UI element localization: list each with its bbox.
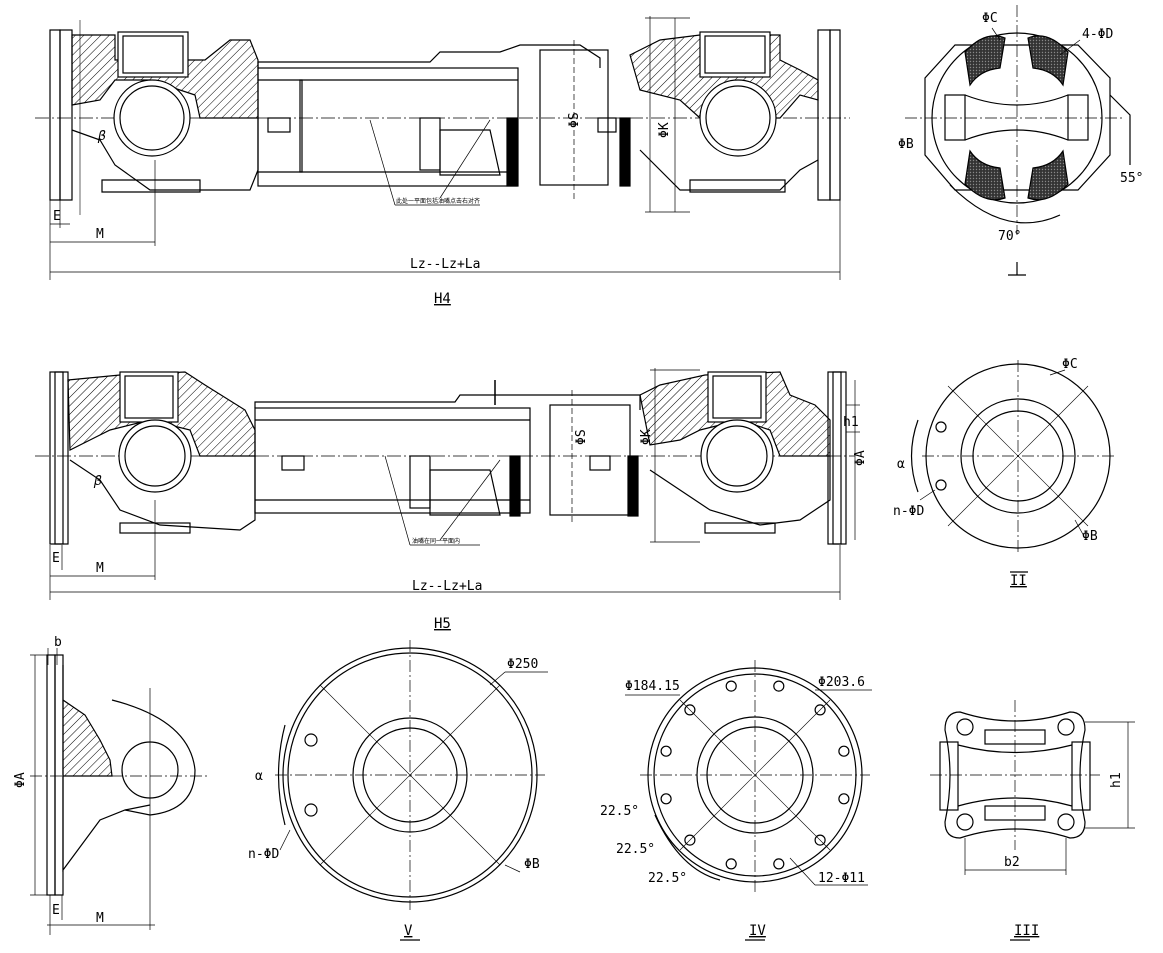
view-ii-phib: ΦB	[1082, 529, 1098, 544]
view-i-angle-70: 70°	[998, 229, 1021, 244]
view-v-phib: ΦB	[524, 857, 540, 872]
h4-m-label: M	[96, 227, 104, 242]
h4-note: 此处一平面包括油嘴点击右对齐	[396, 197, 480, 205]
view-iv-angle-1: 22.5°	[600, 804, 639, 819]
h5-m-label: M	[96, 561, 104, 576]
h5-title: H5	[434, 616, 451, 632]
view-v-holes: n-ΦD	[248, 847, 279, 862]
view-v-alpha: α	[255, 769, 263, 784]
view-i-angle-55: 55°	[1120, 171, 1143, 186]
view-flange-labels: b ΦA E M	[13, 635, 104, 926]
view-h4	[35, 16, 850, 280]
bolt-hole	[838, 793, 850, 805]
view-ii	[910, 360, 1115, 573]
view-ii-phic: ΦC	[1062, 357, 1078, 372]
view-i	[905, 5, 1131, 276]
view-iv-angle-3: 22.5°	[648, 871, 687, 886]
h4-phis-label: ΦS	[567, 112, 582, 128]
view-i-phib: ΦB	[898, 137, 914, 152]
bolt-hole	[838, 745, 850, 757]
bolt-hole	[660, 745, 672, 757]
flange-e-label: E	[52, 903, 60, 918]
h4-phik-label: ΦK	[657, 122, 672, 138]
view-iv-dia1: Φ184.15	[625, 679, 680, 694]
flange-b-label: b	[54, 635, 62, 650]
view-ii-holes: n-ΦD	[893, 504, 924, 519]
view-iv-angle-2: 22.5°	[616, 842, 655, 857]
view-iv	[625, 660, 872, 941]
h5-phis-label: ΦS	[574, 429, 589, 445]
h5-phia-label: ΦA	[853, 450, 868, 466]
view-iii-title: III	[1014, 923, 1039, 939]
view-iv-dia2: Φ203.6	[818, 675, 865, 690]
view-v-labels: Φ250 α n-ΦD ΦB V	[248, 657, 540, 939]
view-iv-labels: Φ184.15 Φ203.6 22.5° 22.5° 22.5° 12-Φ11 …	[600, 675, 865, 939]
bolt-hole	[814, 704, 826, 716]
bolt-hole	[773, 680, 785, 692]
view-i-phic: ΦC	[982, 11, 998, 26]
h4-e-label: E	[53, 209, 61, 224]
h4-beta-label: β	[97, 129, 106, 144]
bolt-hole	[725, 858, 737, 870]
h5-length-label: Lz--Lz+La	[412, 579, 482, 594]
view-h5	[35, 368, 860, 600]
view-v-title: V	[404, 923, 413, 939]
view-h5-labels: Lz--Lz+La M E β ΦS ΦK h1 ΦA 油嘴在同一平面内 H5	[52, 415, 868, 632]
view-iii-h1: h1	[1109, 772, 1124, 788]
h5-h1-label: h1	[843, 415, 859, 430]
h5-note: 油嘴在同一平面内	[412, 537, 460, 545]
view-v-dia: Φ250	[507, 657, 538, 672]
h5-phik-label: ΦK	[639, 429, 654, 445]
view-iii-b2: b2	[1004, 855, 1020, 870]
bolt-hole	[684, 834, 696, 846]
flange-m-label: M	[96, 911, 104, 926]
view-h4-labels: Lz--Lz+La M E β ΦS ΦK 此处一平面包括油嘴点击右对齐 H4	[53, 112, 672, 307]
h5-beta-label: β	[93, 474, 102, 489]
view-ii-labels: ΦC α n-ΦD ΦB II	[893, 357, 1098, 589]
view-ii-alpha: α	[897, 457, 905, 472]
view-i-labels: ΦC 4-ΦD ΦB 55° 70°	[898, 11, 1143, 244]
h4-length-label: Lz--Lz+La	[410, 257, 480, 272]
view-iii-labels: h1 b2 III	[1004, 772, 1124, 939]
flange-phia-label: ΦA	[13, 772, 28, 788]
bolt-hole	[725, 680, 737, 692]
h5-e-label: E	[52, 551, 60, 566]
view-v	[275, 640, 548, 941]
h4-title: H4	[434, 291, 451, 307]
bolt-hole	[814, 834, 826, 846]
bolt-hole	[684, 704, 696, 716]
view-flange-yoke	[30, 648, 210, 935]
bolt-hole	[660, 793, 672, 805]
view-iv-holes: 12-Φ11	[818, 871, 865, 886]
view-i-holes: 4-ΦD	[1082, 27, 1113, 42]
view-iii	[930, 700, 1135, 941]
view-ii-title: II	[1010, 573, 1027, 589]
view-iv-title: IV	[749, 923, 766, 939]
bolt-hole	[773, 858, 785, 870]
